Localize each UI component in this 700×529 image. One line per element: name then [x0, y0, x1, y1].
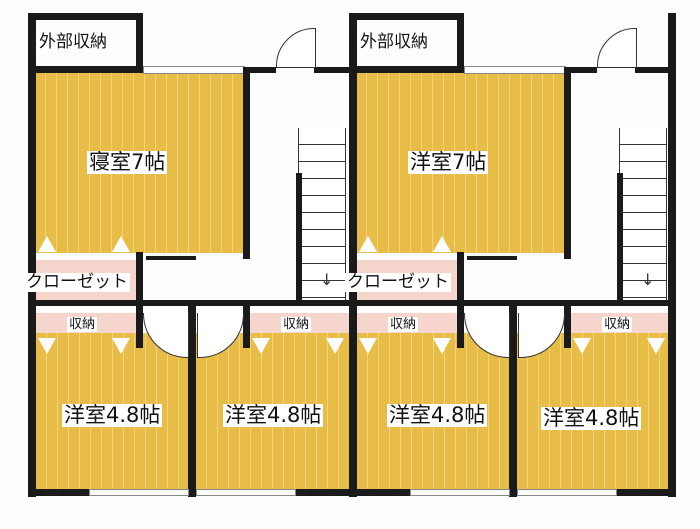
- wall: [349, 489, 676, 496]
- storage-label: 収納: [602, 317, 633, 332]
- wall: [188, 306, 196, 497]
- wall: [146, 256, 196, 260]
- closet-door-icon: [359, 338, 377, 354]
- closet-label: クローゼット: [24, 272, 130, 292]
- closet-door-icon: [359, 236, 377, 252]
- wall: [349, 13, 357, 497]
- wall: [28, 13, 36, 497]
- room-label: 洋室4.8帖: [62, 403, 163, 427]
- closet-label: クローゼット: [345, 272, 451, 292]
- wall: [243, 67, 250, 259]
- closet-door-icon: [647, 338, 665, 354]
- window: [517, 489, 617, 496]
- closet-door-icon: [573, 338, 591, 354]
- wall: [28, 300, 350, 306]
- bedroom-label: 寝室7帖: [87, 150, 168, 174]
- room-label: 洋室4.8帖: [223, 403, 324, 427]
- closet-door-icon: [112, 236, 130, 252]
- wall: [668, 13, 676, 497]
- window: [89, 489, 189, 496]
- wall: [349, 66, 464, 73]
- wall: [349, 13, 464, 20]
- wall: [564, 306, 571, 348]
- window: [196, 489, 296, 496]
- wall: [28, 489, 350, 496]
- external-storage-label: 外部収納: [358, 32, 430, 52]
- closet-door-icon: [252, 338, 270, 354]
- wall: [457, 252, 464, 300]
- window: [464, 66, 566, 74]
- window: [410, 489, 510, 496]
- wall: [136, 306, 143, 348]
- room-label: 洋室7帖: [408, 150, 489, 174]
- closet-door-icon: [112, 338, 130, 354]
- entry-door[interactable]: [276, 28, 316, 68]
- wall: [136, 252, 143, 300]
- unit-1: 外部収納 寝室7帖 クローゼット ↓ 収納 収納 洋室4.8帖 洋室4.8帖: [24, 13, 350, 497]
- wall: [243, 306, 250, 348]
- wall: [457, 306, 464, 348]
- closet-door-icon: [38, 236, 56, 252]
- wall: [635, 67, 669, 73]
- stair-down-arrow-icon: ↓: [641, 270, 655, 289]
- wall: [28, 13, 143, 20]
- room-label: 洋室4.8帖: [541, 406, 642, 430]
- wall: [457, 13, 464, 73]
- storage-label: 収納: [281, 317, 312, 332]
- storage-label: 収納: [67, 317, 98, 332]
- wall: [349, 300, 676, 306]
- closet-door-icon: [433, 338, 451, 354]
- staircase: [619, 128, 667, 300]
- wall: [136, 13, 143, 73]
- unit-2: 外部収納 洋室7帖 クローゼット ↓ 収納 収納 洋室4.8帖 洋室4.8帖: [321, 0, 700, 529]
- stair-down-arrow-icon: ↓: [320, 270, 334, 289]
- storage-label: 収納: [388, 317, 419, 332]
- wall: [314, 67, 350, 73]
- closet-door-icon: [433, 236, 451, 252]
- entry-door[interactable]: [597, 28, 637, 68]
- wall: [617, 173, 623, 303]
- wall: [28, 66, 143, 73]
- closet-door-icon: [326, 338, 344, 354]
- wall: [564, 67, 571, 259]
- wall: [564, 67, 597, 73]
- wall: [467, 256, 517, 260]
- closet-door-icon: [38, 338, 56, 354]
- room-label: 洋室4.8帖: [387, 403, 488, 427]
- window: [143, 66, 245, 74]
- wall: [243, 67, 276, 73]
- wall: [509, 306, 517, 497]
- external-storage-label: 外部収納: [37, 32, 109, 52]
- wall: [296, 173, 302, 303]
